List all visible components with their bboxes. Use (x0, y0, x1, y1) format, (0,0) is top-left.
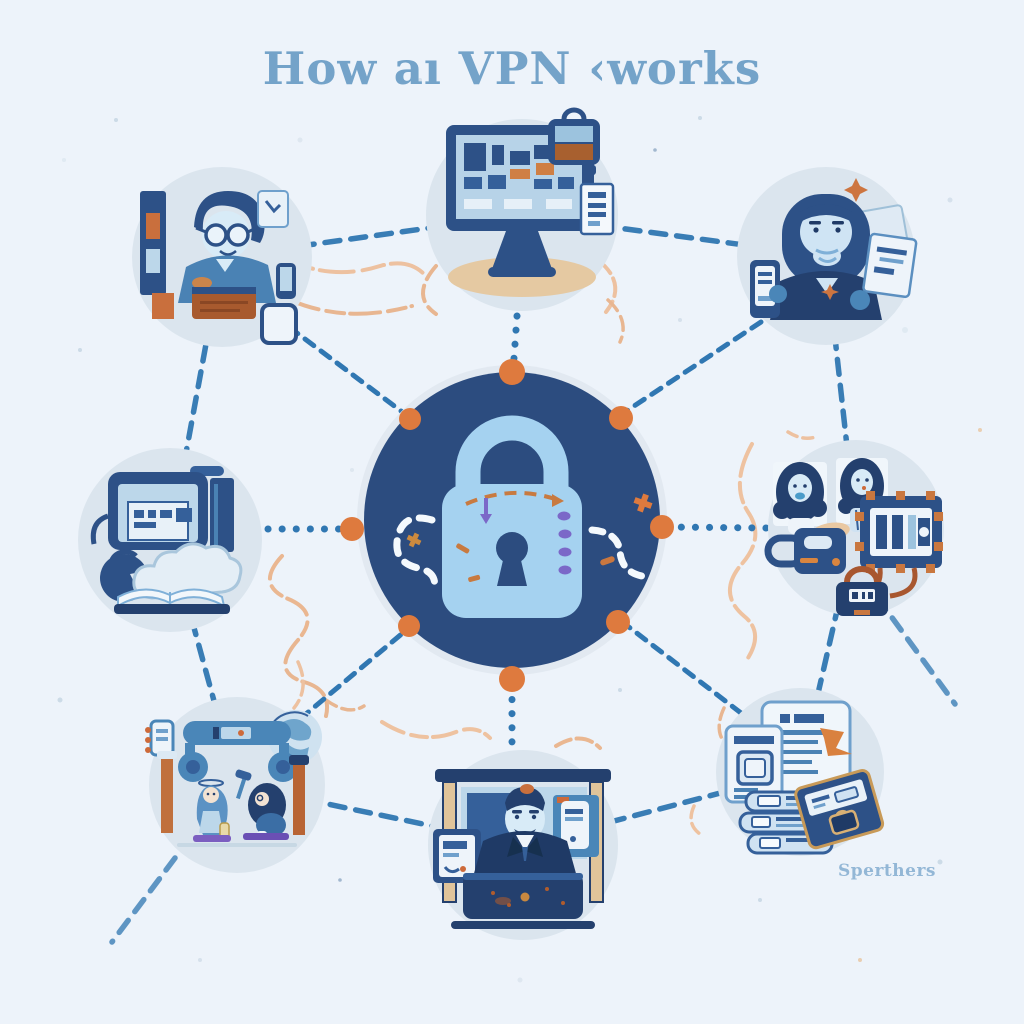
center-node-vpn-lock (357, 365, 667, 675)
spoke-topleft (286, 324, 412, 420)
background-speckles (57, 78, 982, 983)
node-documents (716, 688, 885, 856)
price-tag-icon (257, 190, 289, 228)
orange-star-icon (633, 493, 653, 513)
ring-topright-right (823, 253, 859, 531)
encrypted-path-left (393, 514, 439, 594)
camera-badge-icon (548, 107, 600, 175)
shelf-devices (140, 191, 174, 319)
ray-right-outward (874, 594, 958, 707)
spoke-bottomleft (297, 624, 413, 722)
gateway-globe-icon (145, 710, 322, 847)
padlock-small-icon (836, 566, 888, 616)
phone-in-hand-icon (750, 260, 787, 318)
page-title: How aı VPN ‹works (262, 42, 762, 95)
node-user-id (737, 167, 918, 345)
node-cloud-data (78, 448, 262, 632)
laptop-front (463, 873, 583, 919)
encrypted-path-right (588, 526, 646, 580)
phone-icon (276, 263, 296, 299)
girl-figure (196, 779, 230, 840)
star-accent-icon (844, 178, 868, 202)
ray-bottomleft-outward (109, 855, 178, 945)
woman-left (773, 462, 827, 534)
id-card-icon (862, 232, 918, 299)
document-icon (579, 182, 615, 236)
hand (850, 290, 870, 310)
spoke-topright (619, 319, 764, 417)
cloud-book-icon (90, 466, 243, 614)
documents-icon (724, 700, 885, 855)
connection-contact-dots (340, 359, 674, 692)
laptop-icon (192, 287, 256, 319)
watermark-text: Sperthers (838, 861, 936, 881)
presenter-figure (473, 784, 577, 877)
node-desktop-computer (426, 107, 618, 311)
tablet-right (553, 795, 599, 857)
spoke-bottomright (618, 618, 744, 716)
padlock-icon (442, 415, 582, 618)
star-accent-icon (821, 284, 839, 300)
orange-ribbon-icon (820, 728, 852, 756)
presenter-icon (433, 769, 611, 929)
node-gateway (145, 697, 325, 873)
desktop-monitor-icon (446, 125, 594, 277)
center-spokes (264, 312, 770, 760)
node-presenter (428, 750, 618, 940)
spoke-top (509, 312, 521, 376)
card-badge-icon (260, 303, 298, 345)
server-lock-icon (764, 458, 943, 616)
node-user-devices (132, 167, 312, 347)
server-rack (855, 491, 943, 573)
node-server-users (764, 440, 944, 616)
screen-left (433, 829, 481, 883)
hammer-icon (235, 769, 252, 800)
spoke-right (662, 523, 770, 532)
briefcase-card-icon (794, 769, 885, 850)
